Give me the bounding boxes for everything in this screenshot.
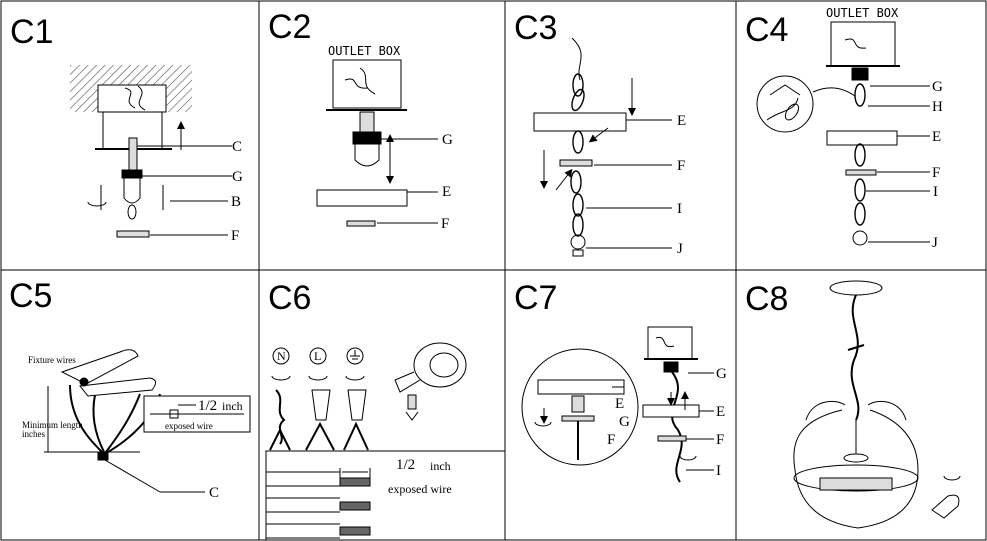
label-g2: G (716, 366, 727, 382)
canopy-e (316, 189, 408, 207)
ceiling-hatch (70, 65, 192, 113)
step-title: C7 (514, 279, 557, 317)
nut-f (346, 220, 376, 227)
outlet-box (332, 59, 402, 109)
half-inch: 1/2 (396, 457, 415, 473)
panel-c7: C7 G E F I E G F (514, 279, 727, 483)
inch-unit: inch (430, 459, 451, 473)
live-symbol: L (314, 349, 321, 363)
canopy (829, 280, 883, 296)
canopy-e (533, 112, 627, 132)
strip-guide (265, 450, 506, 541)
nut-f (116, 230, 150, 238)
label-c: C (209, 485, 219, 501)
label-i: I (716, 463, 721, 479)
label-g: G (442, 132, 453, 148)
panel-c2: C2 OUTLET BOX G E F (268, 8, 453, 232)
label-e: E (442, 184, 451, 200)
nut-f (559, 159, 593, 167)
wire-connector (311, 389, 331, 421)
label-f: F (441, 216, 449, 232)
step-title: C4 (745, 11, 788, 49)
outlet-box-label: OUTLET BOX (826, 6, 899, 20)
fixture-wires-label: Fixture wires (28, 355, 76, 365)
nut-f (845, 169, 877, 176)
ground-symbol-icon (346, 347, 364, 365)
panel-c3: C3 E F I J (514, 9, 686, 257)
canopy-e (642, 404, 700, 418)
step-title: C3 (514, 9, 557, 47)
wire-connector (347, 389, 367, 421)
inches-label: inches (22, 429, 45, 439)
label-g: G (932, 79, 943, 95)
half-inch: 1/2 (198, 398, 217, 414)
label-e2: E (716, 404, 725, 420)
label-f: F (932, 165, 940, 181)
step-title: C1 (10, 13, 53, 51)
canopy-nut-g (352, 131, 382, 145)
detail-circle (756, 75, 814, 133)
outlet-box-label: OUTLET BOX (328, 44, 401, 58)
label-j: J (677, 241, 683, 257)
step-title: C6 (268, 279, 311, 317)
label-g: G (232, 169, 243, 185)
label-f: F (231, 228, 239, 244)
step-title: C8 (745, 280, 788, 318)
label-b: B (231, 194, 241, 210)
exposed-wire-label: exposed wire (388, 482, 452, 496)
label-e: E (677, 113, 686, 129)
label-g1: G (619, 414, 630, 430)
panel-c6: C6 N L (265, 279, 506, 541)
label-h: H (932, 99, 943, 115)
panel-c5: C5 Fixture wires Minimum length inches C… (9, 277, 251, 501)
label-i: I (677, 201, 682, 217)
label-f: F (677, 158, 685, 174)
step-title: C2 (268, 8, 311, 46)
canopy-nut (121, 169, 143, 179)
neutral-symbol: N (277, 349, 286, 363)
label-e1: E (615, 396, 624, 412)
panel-c4: C4 OUTLET BOX G H E F I J (745, 6, 943, 251)
exposed-wire-label: exposed wire (165, 421, 213, 431)
canopy-e (826, 130, 898, 146)
wire-stripper (60, 349, 156, 397)
label-j: J (932, 235, 938, 251)
label-c: C (232, 139, 242, 155)
canopy-nut-g (851, 67, 869, 81)
label-f1: F (607, 432, 615, 448)
tape-roll-icon (394, 342, 467, 421)
panel-c1: C1 C G B F (10, 13, 243, 244)
step-title: C5 (9, 277, 52, 315)
outlet-box (830, 21, 896, 67)
min-length-label: Minimum length (22, 420, 83, 430)
label-e: E (932, 129, 941, 145)
label-f2: F (716, 432, 724, 448)
nut-f (657, 435, 687, 442)
bulb-icon (931, 475, 961, 519)
outlet-box (647, 326, 693, 360)
label-i: I (933, 184, 938, 200)
pendant-shade (793, 400, 919, 529)
panel-c8: C8 (745, 280, 961, 529)
inch-unit: inch (222, 399, 243, 413)
